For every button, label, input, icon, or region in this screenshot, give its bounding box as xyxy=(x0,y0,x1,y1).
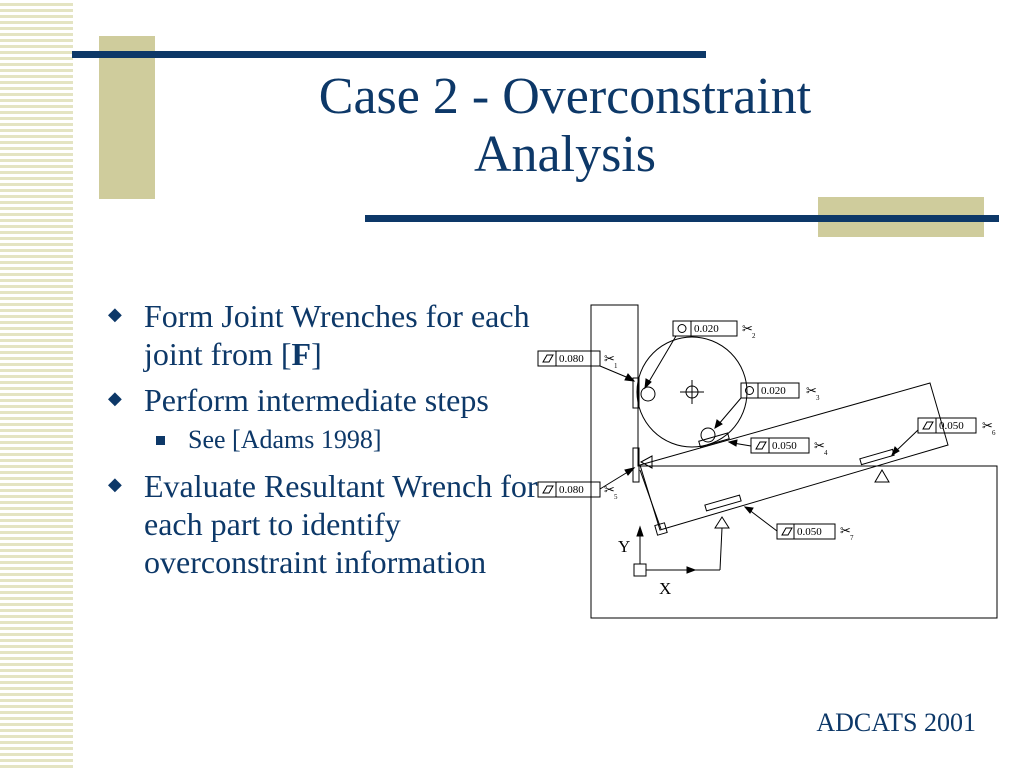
bullet-text: Evaluate Resultant Wrench for each part … xyxy=(144,468,538,580)
svg-text:0.080: 0.080 xyxy=(559,353,584,365)
svg-text:0.050: 0.050 xyxy=(772,440,797,452)
support-triangle xyxy=(639,455,653,469)
parallelogram-icon xyxy=(755,441,767,450)
parallelogram-icon xyxy=(542,485,554,494)
decorative-stripes xyxy=(0,0,73,768)
scissors-icon: ✂ xyxy=(982,418,993,433)
square-bullet-icon xyxy=(156,436,165,445)
diamond-bullet-icon: ◆ xyxy=(108,304,122,324)
svg-text:0.050: 0.050 xyxy=(939,420,964,432)
tolerance-frame: 0.020 xyxy=(740,382,800,399)
parallelogram-icon xyxy=(922,421,934,430)
leader-lines xyxy=(599,335,919,532)
tolerance-frame: 0.050 xyxy=(750,437,810,454)
scissors-icon: ✂ xyxy=(604,351,615,366)
parallelogram-icon xyxy=(542,354,554,363)
diamond-bullet-icon: ◆ xyxy=(108,388,122,408)
accent-line-bottom xyxy=(365,215,999,222)
bullet-item: ◆ Form Joint Wrenches for each joint fro… xyxy=(108,297,578,373)
svg-text:0.080: 0.080 xyxy=(559,484,584,496)
tolerance-index: 4 xyxy=(824,449,828,457)
sub-bullet-text: See [Adams 1998] xyxy=(188,425,382,454)
tolerance-frame: 0.050 xyxy=(917,417,977,434)
bullet-text: Perform intermediate steps xyxy=(144,382,489,418)
contact-circle-2 xyxy=(700,427,716,443)
tolerance-frame: 0.020 xyxy=(672,320,738,337)
tolerance-frame: 0.080 xyxy=(537,350,601,367)
slide-title-line-1: Case 2 - Overconstraint xyxy=(318,68,812,125)
footer-text: ADCATS 2001 xyxy=(816,708,976,737)
svg-text:0.050: 0.050 xyxy=(797,526,822,538)
contact-pad xyxy=(698,432,730,448)
base-frame xyxy=(590,304,998,619)
axis-x-label: X xyxy=(659,579,671,598)
circle-icon xyxy=(745,386,754,395)
scissors-icon: ✂ xyxy=(604,482,615,497)
circle-icon xyxy=(677,324,687,333)
accent-block-left xyxy=(99,36,155,199)
tolerance-index: 5 xyxy=(614,493,618,501)
slide-title: Case 2 - Overconstraint Analysis xyxy=(230,68,900,184)
tolerance-index: 3 xyxy=(816,394,820,402)
tolerance-index: 2 xyxy=(752,332,756,340)
svg-text:0.020: 0.020 xyxy=(694,323,719,335)
bullet-text-end: ] xyxy=(311,336,322,372)
scissors-icon: ✂ xyxy=(840,523,851,538)
scissors-icon: ✂ xyxy=(806,383,817,398)
diamond-bullet-icon: ◆ xyxy=(108,474,122,494)
bullet-item: ◆ Perform intermediate steps xyxy=(108,381,578,419)
contact-pad xyxy=(632,377,640,409)
circle-part xyxy=(636,336,748,448)
tolerance-index: 7 xyxy=(850,534,854,542)
accent-line-top xyxy=(72,51,706,58)
tilted-bar xyxy=(639,382,949,531)
scissors-icon: ✂ xyxy=(742,321,753,336)
sub-bullet-item: See [Adams 1998] xyxy=(108,425,578,455)
bullet-bold-text: F xyxy=(291,336,312,372)
scissors-icon: ✂ xyxy=(814,438,825,453)
overconstraint-diagram: Y X 0.080 0.020 0.020 0.050 0.080 0.050 xyxy=(537,304,998,619)
parallelogram-icon xyxy=(781,527,793,536)
bullet-item: ◆ Evaluate Resultant Wrench for each par… xyxy=(108,467,578,581)
joint-square xyxy=(633,563,647,577)
bullet-text: Form Joint Wrenches for each joint from … xyxy=(144,298,530,372)
axis-y-label: Y xyxy=(618,537,630,556)
tolerance-index: 6 xyxy=(992,429,996,437)
tolerance-index: 1 xyxy=(614,362,618,370)
slide-title-line-2: Analysis xyxy=(474,126,656,183)
contact-circle-1 xyxy=(640,386,656,402)
support-triangle xyxy=(714,516,730,529)
center-mark-icon xyxy=(680,380,704,404)
contact-pad xyxy=(704,494,742,512)
svg-text:0.020: 0.020 xyxy=(761,385,786,397)
tolerance-frame: 0.080 xyxy=(537,481,601,498)
bullet-list: ◆ Form Joint Wrenches for each joint fro… xyxy=(108,297,578,589)
tolerance-frame: 0.050 xyxy=(776,523,836,540)
contact-pad xyxy=(632,447,640,483)
support-triangle xyxy=(874,469,890,483)
